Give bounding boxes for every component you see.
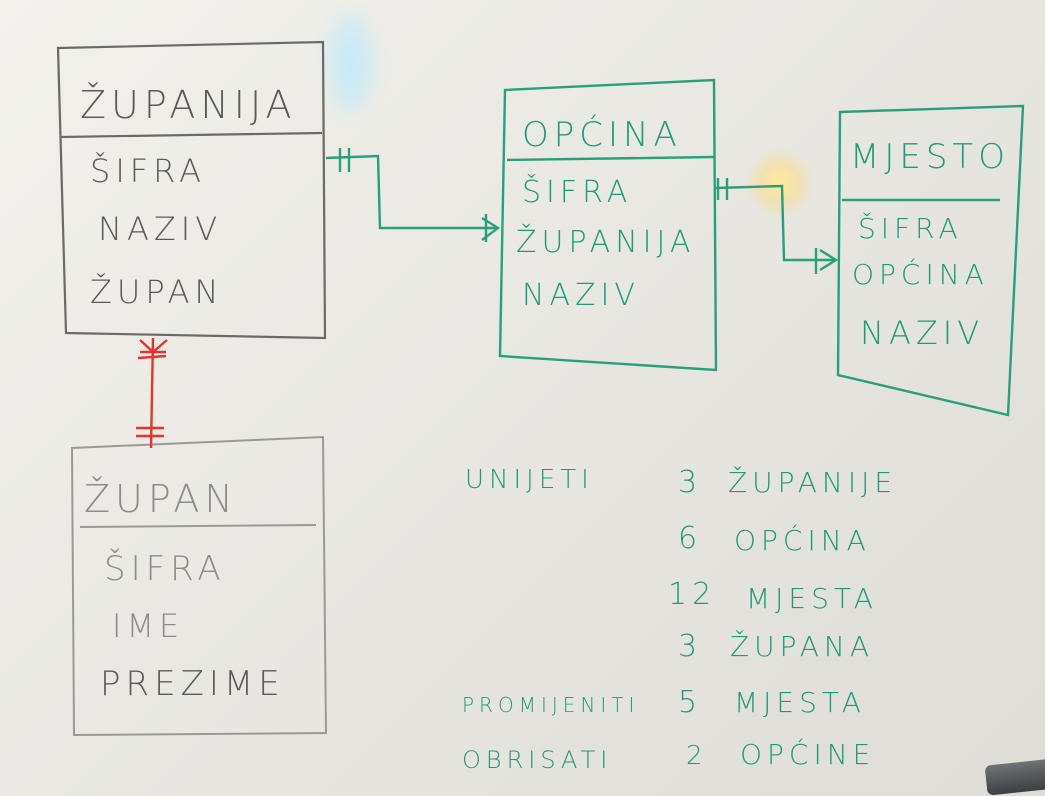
one-mark-icon xyxy=(716,178,729,200)
many-crowfoot-icon xyxy=(814,248,839,274)
entity-zupanija-attr-2: NAZIV xyxy=(98,210,222,248)
entity-mjesto-attr-1: ŠIFRA xyxy=(858,211,963,245)
task-count-2: 6 xyxy=(678,521,702,556)
entity-zupanija-divider xyxy=(59,131,323,139)
entity-zupanija-box xyxy=(56,40,327,340)
entity-zupan-attr-3: PREZIME xyxy=(100,664,285,704)
entity-zupan-title: ŽUPAN xyxy=(84,477,238,521)
entity-zupan-divider xyxy=(79,524,317,528)
entity-mjesto-box xyxy=(836,104,1025,417)
entity-opcina-attr-3: NAZIV xyxy=(522,278,640,313)
light-glare xyxy=(322,8,380,118)
task-count-1: 3 xyxy=(678,465,702,500)
relation-line xyxy=(715,184,836,262)
entity-opcina-title: OPĆINA xyxy=(522,114,682,155)
relation-line xyxy=(325,154,498,230)
entity-opcina-attr-2: ŽUPANIJA xyxy=(516,224,695,260)
task-count-6: 2 xyxy=(686,741,708,771)
many-crowfoot-icon xyxy=(481,214,501,242)
task-object-3: MJESTA xyxy=(746,582,878,615)
entity-opcina-box xyxy=(498,78,718,372)
entity-zupan-attr-2: IME xyxy=(112,607,184,645)
task-verb-6: OBRISATI xyxy=(462,746,612,774)
entity-zupanija-attr-1: ŠIFRA xyxy=(90,151,206,190)
one-mark-icon xyxy=(338,148,351,172)
task-count-4: 3 xyxy=(678,629,702,664)
task-list: UNIJETI 3 ŽUPANIJE 6 OPĆINA 12 MJESTA 3 … xyxy=(462,465,897,774)
entity-zupanija-attr-3: ŽUPAN xyxy=(90,273,223,311)
relation-zupanija-opcina xyxy=(325,148,501,242)
task-object-6: OPĆINE xyxy=(740,737,875,771)
task-object-2: OPĆINA xyxy=(734,523,871,557)
task-object-5: MJESTA xyxy=(734,686,866,719)
crowfoot-mark-icon xyxy=(137,339,168,360)
one-mark-icon xyxy=(136,426,164,438)
relation-opcina-mjesto xyxy=(715,178,839,274)
entity-mjesto-attr-3: NAZIV xyxy=(860,314,984,352)
task-object-1: ŽUPANIJE xyxy=(728,465,897,499)
marker-object xyxy=(984,758,1045,796)
entity-mjesto: MJESTO ŠIFRA OPĆINA NAZIV xyxy=(836,104,1025,417)
entity-opcina-attr-1: ŠIFRA xyxy=(522,173,632,210)
lamp-reflection xyxy=(745,148,815,218)
entity-mjesto-title: MJESTO xyxy=(850,137,1010,177)
entity-zupan: ŽUPAN ŠIFRA IME PREZIME xyxy=(70,435,328,737)
relation-zupanija-zupan xyxy=(136,337,168,449)
entity-zupan-box xyxy=(70,435,328,737)
entity-zupanija-title: ŽUPANIJA xyxy=(80,83,297,127)
task-count-3: 12 xyxy=(668,577,716,612)
entity-mjesto-attr-2: OPĆINA xyxy=(852,257,989,291)
entity-opcina: OPĆINA ŠIFRA ŽUPANIJA NAZIV xyxy=(498,78,718,372)
relation-line xyxy=(149,337,155,449)
entity-opcina-divider xyxy=(506,155,715,162)
task-verb-1: UNIJETI xyxy=(465,465,594,495)
entity-zupan-attr-1: ŠIFRA xyxy=(104,548,226,589)
entity-zupanija: ŽUPANIJA ŠIFRA NAZIV ŽUPAN xyxy=(56,40,327,340)
task-count-5: 5 xyxy=(678,685,702,720)
task-object-4: ŽUPANA xyxy=(730,629,874,663)
task-verb-5: PROMIJENITI xyxy=(462,693,639,717)
